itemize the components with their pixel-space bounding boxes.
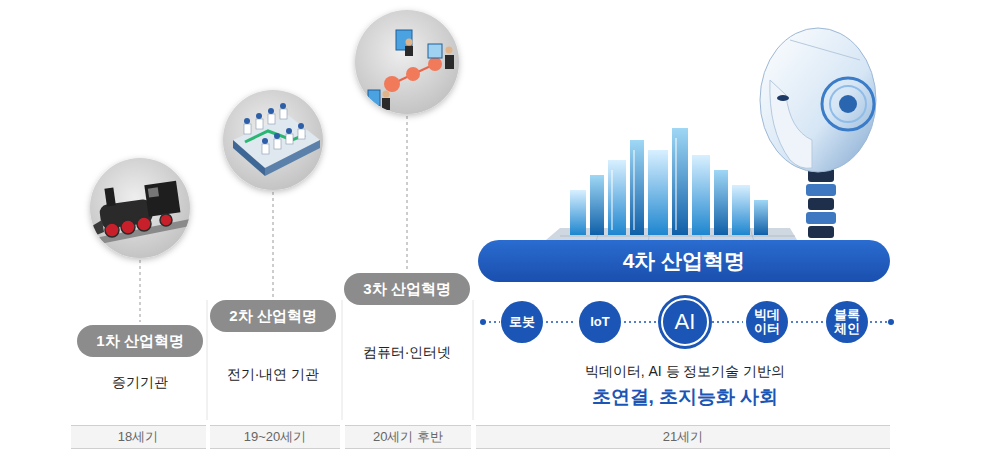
tech-circle: 빅데이터 xyxy=(746,301,788,343)
century-cell: 19~20세기 xyxy=(210,425,340,449)
century-cell: 18세기 xyxy=(71,425,206,449)
node-text: IoT xyxy=(586,315,614,329)
label-text: 증기기관 xyxy=(112,374,168,392)
timeline-connector xyxy=(624,321,658,323)
node-text: 4차 산업혁명 xyxy=(623,247,746,275)
node-text: AI xyxy=(675,310,696,334)
ai-robot-illustration xyxy=(760,28,876,238)
tech-circle: 블록체인 xyxy=(826,301,868,343)
node-text: 20세기 후반 xyxy=(373,428,443,446)
column-divider xyxy=(207,300,473,420)
stage-description: 증기기관 xyxy=(112,374,168,392)
node-text: 빅데이터 xyxy=(753,308,781,337)
stage-description: 빅데이터, AI 등 정보기술 기반의 xyxy=(585,363,786,381)
node-text: 1차 산업혁명 xyxy=(96,332,184,351)
stage-banner: 4차 산업혁명 xyxy=(478,240,890,282)
century-cell: 21세기 xyxy=(476,425,890,449)
tech-circle: 로봇 xyxy=(501,301,543,343)
tech-circle: AI xyxy=(661,298,709,346)
tech-circle: IoT xyxy=(579,301,621,343)
label-text: 전기·내연 기관 xyxy=(227,366,320,384)
century-cell: 20세기 후반 xyxy=(345,425,471,449)
node-text: 2차 산업혁명 xyxy=(229,307,317,326)
stage-pill: 2차 산업혁명 xyxy=(210,300,336,332)
stage-description: 컴퓨터·인터넷 xyxy=(363,344,452,362)
node-text: 3차 산업혁명 xyxy=(363,280,451,299)
label-text: 초연결, 초지능화 사회 xyxy=(592,384,779,410)
node-text: 19~20세기 xyxy=(244,428,307,446)
smart-city-illustration xyxy=(540,128,800,245)
label-text: 빅데이터, AI 등 정보기술 기반의 xyxy=(585,363,786,381)
label-text: 컴퓨터·인터넷 xyxy=(363,344,452,362)
stage-slogan: 초연결, 초지능화 사회 xyxy=(592,384,779,410)
node-text: 18세기 xyxy=(118,428,158,446)
timeline-connector xyxy=(546,321,576,323)
timeline-connector xyxy=(791,321,823,323)
stage-pill: 1차 산업혁명 xyxy=(77,325,203,357)
stage-pill: 3차 산업혁명 xyxy=(344,273,470,305)
factory-line-icon xyxy=(223,90,323,190)
stage-description: 전기·내연 기관 xyxy=(227,366,320,384)
node-text: 로봇 xyxy=(508,315,536,329)
node-text: 21세기 xyxy=(663,428,703,446)
timeline-connector xyxy=(712,321,743,323)
node-text: 블록체인 xyxy=(833,308,861,337)
computer-network-icon xyxy=(355,10,459,114)
steam-train-icon xyxy=(85,158,200,258)
